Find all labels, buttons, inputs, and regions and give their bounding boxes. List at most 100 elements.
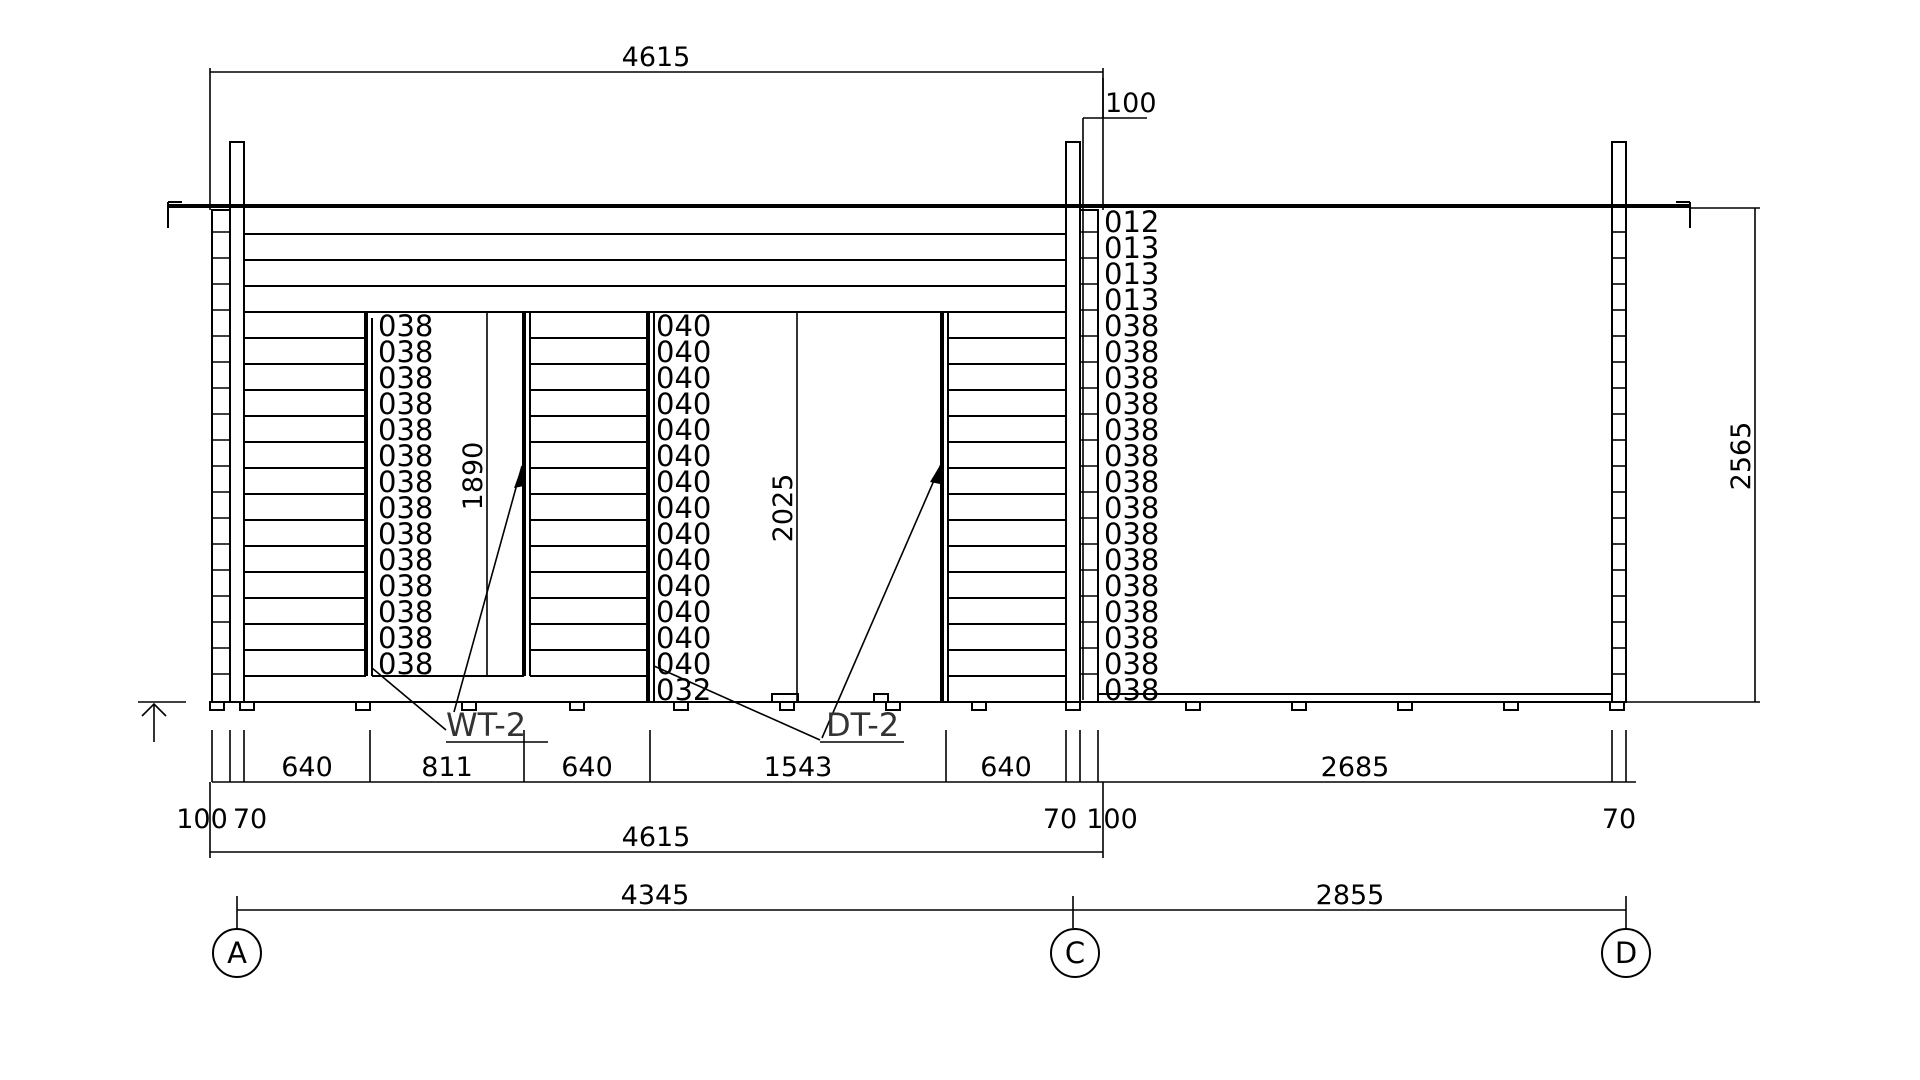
door-tag-leaders bbox=[653, 461, 943, 743]
log-code: 040 bbox=[656, 413, 711, 447]
dim-seg-4: 1543 bbox=[764, 752, 833, 783]
dim-seg-3: 640 bbox=[561, 752, 613, 783]
window-height-label: 1890 bbox=[458, 442, 489, 511]
top-total-dimension: 4615 bbox=[209, 42, 1104, 210]
dim-right-70: 70 bbox=[1602, 804, 1636, 835]
log-code: 038 bbox=[378, 491, 433, 525]
bottom-total-dimension: 4615 bbox=[209, 782, 1104, 858]
log-code: 038 bbox=[378, 361, 433, 395]
dim-seg-2: 811 bbox=[421, 752, 473, 783]
dim-mid-70: 70 bbox=[1043, 804, 1077, 835]
log-code: 038 bbox=[378, 517, 433, 551]
log-code: 040 bbox=[656, 387, 711, 421]
foundation-pad bbox=[673, 701, 689, 711]
dim-left-70: 70 bbox=[233, 804, 267, 835]
log-code: 038 bbox=[1104, 569, 1159, 603]
log-code: 038 bbox=[378, 335, 433, 369]
log-code: 038 bbox=[1104, 335, 1159, 369]
wall-thickness-callout: 100 bbox=[1082, 78, 1157, 700]
log-code: 038 bbox=[1104, 673, 1159, 707]
thickness-labels: 100 70 70 100 70 bbox=[176, 804, 1636, 835]
height-dimension: 2565 bbox=[1626, 207, 1760, 703]
log-code: 038 bbox=[378, 543, 433, 577]
log-code: 038 bbox=[378, 465, 433, 499]
grid-label-d: D bbox=[1615, 936, 1637, 970]
foundation-pad bbox=[1397, 701, 1413, 711]
foundation-pad bbox=[1185, 701, 1201, 711]
log-code: 038 bbox=[1104, 647, 1159, 681]
dim-seg-1: 640 bbox=[281, 752, 333, 783]
log-code: 040 bbox=[656, 595, 711, 629]
door-tag: DT-2 bbox=[826, 706, 899, 744]
dim-seg-5: 640 bbox=[980, 752, 1032, 783]
log-code: 013 bbox=[1104, 257, 1159, 291]
foundation-pad bbox=[239, 701, 255, 711]
foundation-pad bbox=[1503, 701, 1519, 711]
foundation-pad bbox=[461, 701, 477, 711]
corner-post-a bbox=[211, 141, 245, 703]
dim-mid-100: 100 bbox=[1086, 804, 1138, 835]
log-code: 038 bbox=[378, 439, 433, 473]
log-code: 032 bbox=[656, 673, 711, 707]
log-code: 038 bbox=[378, 569, 433, 603]
foundation-pads bbox=[209, 693, 1625, 711]
log-code: 038 bbox=[1104, 621, 1159, 655]
log-code: 038 bbox=[1104, 517, 1159, 551]
foundation-pad bbox=[971, 701, 987, 711]
log-code: 012 bbox=[1104, 205, 1159, 239]
grid-bubble-d: D bbox=[1601, 928, 1651, 978]
door-height-label: 2025 bbox=[768, 474, 799, 543]
log-code: 040 bbox=[656, 569, 711, 603]
dim-seg-6: 2685 bbox=[1321, 752, 1390, 783]
log-code: 038 bbox=[1104, 413, 1159, 447]
log-code: 040 bbox=[656, 543, 711, 577]
grid-bubble-a: A bbox=[212, 928, 262, 978]
log-code: 038 bbox=[1104, 491, 1159, 525]
door-threshold bbox=[771, 693, 799, 703]
foundation-pad bbox=[1291, 701, 1307, 711]
grid-label-c: C bbox=[1065, 936, 1085, 970]
foundation-pad bbox=[1609, 701, 1625, 711]
bottom-total-label: 4615 bbox=[622, 822, 691, 853]
log-code: 038 bbox=[378, 309, 433, 343]
door-opening bbox=[646, 312, 949, 702]
door-height-dimension: 2025 bbox=[768, 312, 799, 702]
height-label: 2565 bbox=[1726, 422, 1757, 491]
foundation-pad bbox=[885, 701, 901, 711]
log-code: 013 bbox=[1104, 231, 1159, 265]
log-code: 040 bbox=[656, 491, 711, 525]
log-code: 040 bbox=[656, 465, 711, 499]
foundation-pad bbox=[355, 701, 371, 711]
log-code: 038 bbox=[378, 387, 433, 421]
foundation-pad bbox=[1065, 701, 1081, 711]
log-code: 038 bbox=[378, 621, 433, 655]
log-code: 038 bbox=[1104, 465, 1159, 499]
log-code: 038 bbox=[1104, 361, 1159, 395]
door-stop bbox=[873, 693, 889, 703]
foundation-pad bbox=[779, 701, 795, 711]
log-codes-window-right: 0400400400400400400400400400400400400400… bbox=[656, 309, 711, 707]
log-code: 038 bbox=[1104, 439, 1159, 473]
log-code: 038 bbox=[1104, 309, 1159, 343]
wall-thickness-label: 100 bbox=[1105, 88, 1157, 119]
top-total-label: 4615 bbox=[622, 42, 691, 73]
log-code: 013 bbox=[1104, 283, 1159, 317]
front-wall bbox=[212, 233, 1626, 703]
log-code: 040 bbox=[656, 439, 711, 473]
grid-bubble-c: C bbox=[1050, 928, 1100, 978]
log-code: 038 bbox=[378, 413, 433, 447]
log-code: 038 bbox=[1104, 387, 1159, 421]
log-code: 038 bbox=[1104, 543, 1159, 577]
grid-axis-dimension: 4345 2855 bbox=[236, 880, 1627, 928]
log-code: 038 bbox=[378, 647, 433, 681]
bottom-chain-dimension: 640 811 640 1543 640 2685 bbox=[211, 730, 1636, 783]
axis-cd-label: 2855 bbox=[1316, 880, 1385, 911]
log-code: 040 bbox=[656, 647, 711, 681]
corner-post-d bbox=[1611, 141, 1627, 703]
log-code: 040 bbox=[656, 361, 711, 395]
window-tag-leaders bbox=[371, 465, 548, 743]
log-code: 040 bbox=[656, 335, 711, 369]
log-code: 040 bbox=[656, 621, 711, 655]
dim-left-100: 100 bbox=[176, 804, 228, 835]
